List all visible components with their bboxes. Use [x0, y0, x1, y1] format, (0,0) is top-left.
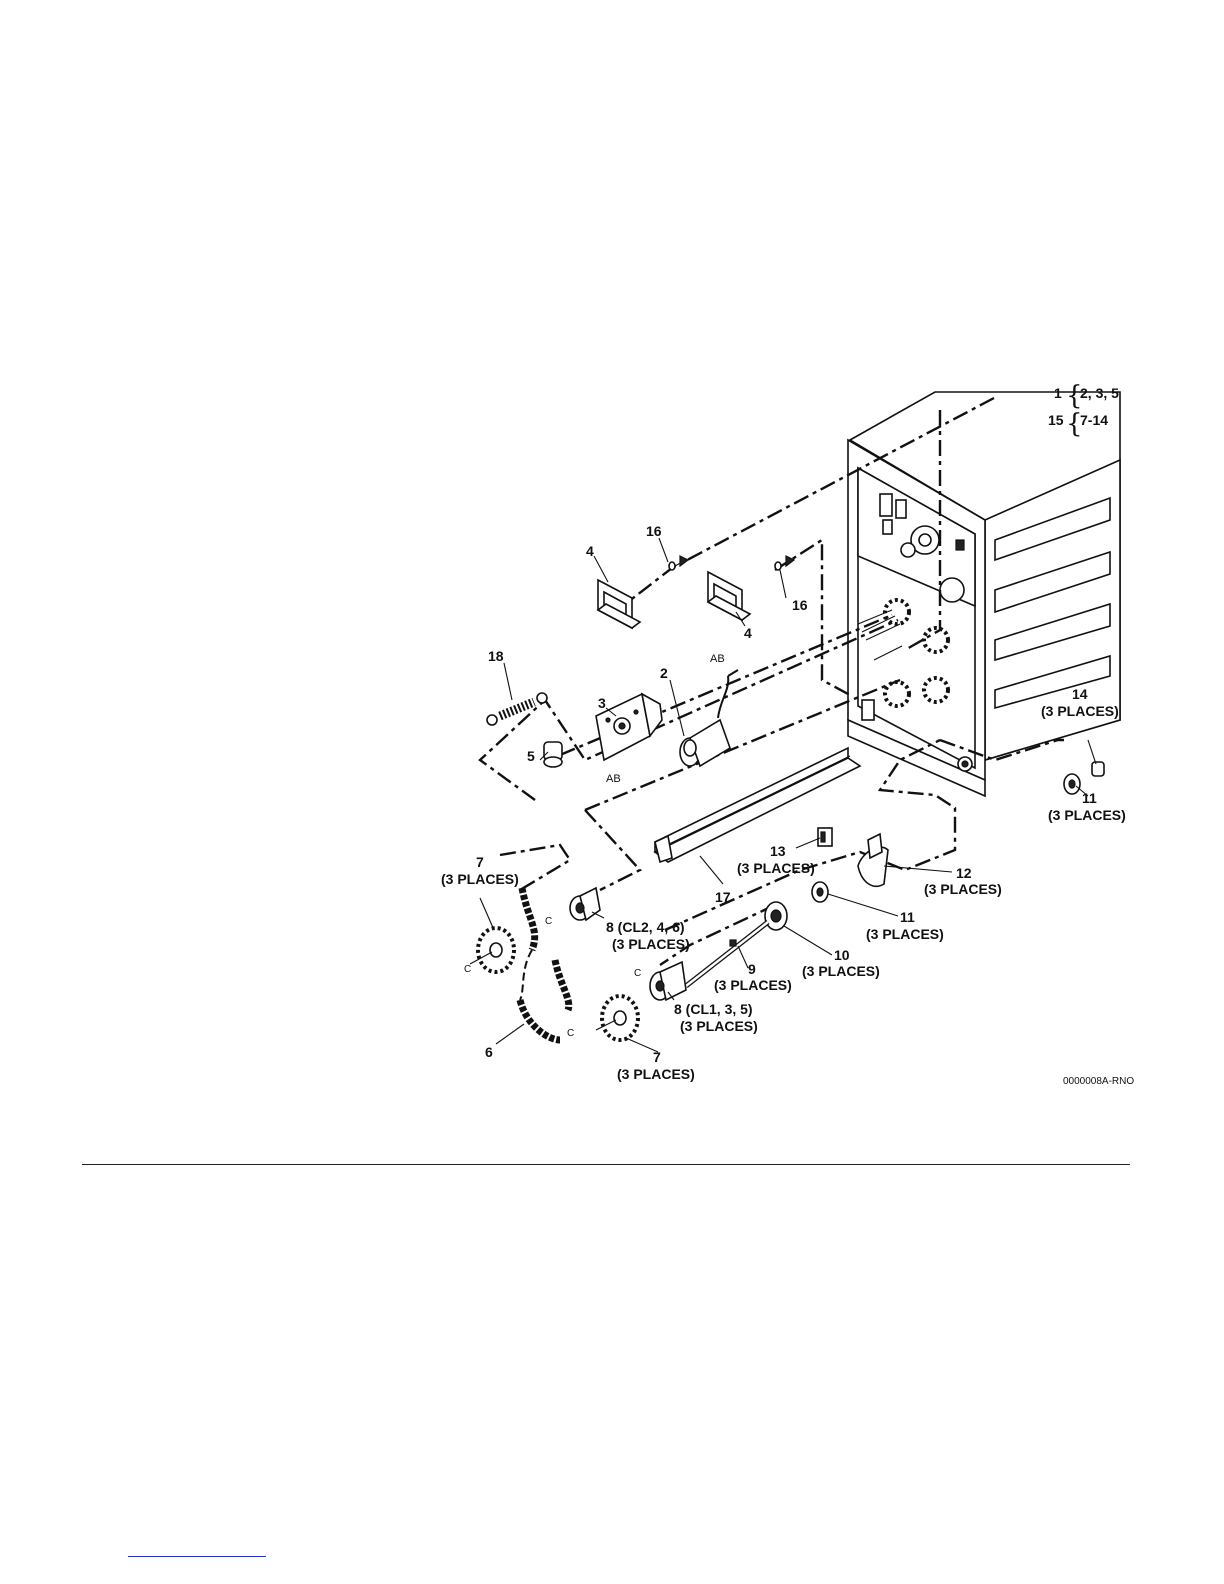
- callout-10-places: (3 PLACES): [802, 963, 880, 979]
- callout-5: 5: [527, 748, 535, 764]
- callout-7b-places: (3 PLACES): [617, 1066, 695, 1082]
- callout-13-places: (3 PLACES): [737, 860, 815, 876]
- callout-6: 6: [485, 1044, 493, 1060]
- callout-9-places: (3 PLACES): [714, 977, 792, 993]
- sprocket-7a: [470, 928, 514, 972]
- callout-14: 14: [1072, 686, 1088, 702]
- callout-11a-places: (3 PLACES): [866, 926, 944, 942]
- callout-11b: 11: [1082, 790, 1097, 806]
- ref-c-4: C: [634, 968, 641, 979]
- legend-2-items: 7-14: [1080, 412, 1108, 428]
- callout-12: 12: [956, 865, 972, 881]
- ref-ab-2: AB: [606, 773, 621, 785]
- bracket-4a: [598, 580, 640, 628]
- machine-frame: [848, 392, 1120, 796]
- callout-8b: 8 (CL1, 3, 5): [674, 1001, 753, 1017]
- callout-16b: 16: [792, 597, 808, 613]
- callout-18: 18: [488, 648, 504, 664]
- collar-10: [765, 902, 787, 930]
- callout-3: 3: [598, 695, 606, 711]
- callout-17: 17: [715, 889, 731, 905]
- legend-1-items: 2, 3, 5: [1080, 385, 1119, 401]
- nut-14: [1092, 762, 1104, 776]
- page-divider: [82, 1164, 1130, 1165]
- callout-7a: 7: [476, 854, 484, 870]
- clutch-8a: [570, 888, 600, 920]
- callout-16a: 16: [646, 523, 662, 539]
- callout-14-places: (3 PLACES): [1041, 703, 1119, 719]
- callout-12-places: (3 PLACES): [924, 881, 1002, 897]
- ref-c-1: C: [464, 964, 471, 975]
- callout-10: 10: [834, 947, 850, 963]
- ref-ab-1: AB: [710, 653, 725, 665]
- bracket-12: [858, 834, 888, 886]
- chain-6: [520, 888, 569, 1040]
- spring-18: [487, 693, 547, 725]
- bushing-11a: [812, 882, 828, 902]
- footer-link-underline[interactable]: [128, 1556, 266, 1557]
- plate-3: [596, 694, 662, 760]
- legend-1-number: 1: [1054, 385, 1062, 401]
- legend-2-number: 15: [1048, 412, 1064, 428]
- callout-4b: 4: [744, 625, 752, 641]
- clip-13: [818, 828, 832, 846]
- figure-id: 0000008A-RNO: [1063, 1076, 1134, 1087]
- callout-2: 2: [660, 665, 668, 681]
- callout-11b-places: (3 PLACES): [1048, 807, 1126, 823]
- bracket-4b: [708, 572, 750, 620]
- callout-7b: 7: [653, 1049, 661, 1065]
- callout-7a-places: (3 PLACES): [441, 871, 519, 887]
- callout-8a: 8 (CL2, 4, 6): [606, 919, 685, 935]
- pin-16a: [669, 556, 688, 570]
- callout-8b-places: (3 PLACES): [680, 1018, 758, 1034]
- callout-4a: 4: [586, 543, 594, 559]
- bushing-11b: [1064, 774, 1080, 794]
- sprocket-7b: [596, 996, 638, 1040]
- callout-13: 13: [770, 843, 786, 859]
- clutch-8b: [650, 962, 686, 1000]
- ref-c-3: C: [567, 1028, 574, 1039]
- callout-9: 9: [748, 961, 756, 977]
- callout-11a: 11: [900, 909, 915, 925]
- bushing-5: [544, 742, 562, 767]
- callout-8a-places: (3 PLACES): [612, 936, 690, 952]
- ref-c-2: C: [545, 916, 552, 927]
